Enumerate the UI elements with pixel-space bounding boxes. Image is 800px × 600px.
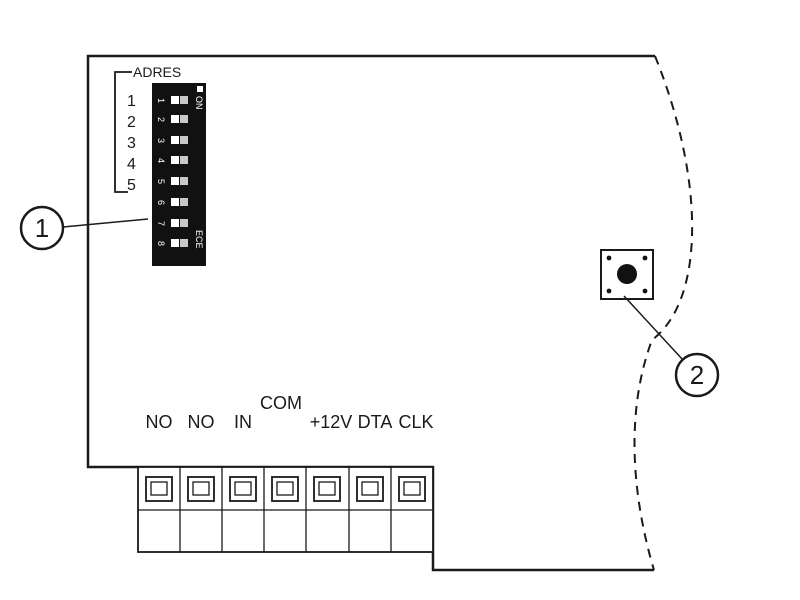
board-break-line <box>633 55 694 571</box>
dip-slot-5 <box>180 177 188 185</box>
dip-position-5: 5 <box>156 177 188 185</box>
dip-slot-2 <box>180 115 188 123</box>
callout-1-leader <box>62 218 149 228</box>
terminal-label-clk: CLK <box>398 412 433 432</box>
terminal-screw-no-1 <box>145 476 173 502</box>
dip-switch-7 <box>171 219 179 227</box>
dip-position-1: 1 <box>156 96 188 104</box>
address-group: ADRES 1 2 3 4 5 <box>114 64 181 194</box>
dip-position-8: 8 <box>156 239 188 247</box>
terminal-screw-com <box>271 476 299 502</box>
terminal-screw-dta <box>356 476 384 502</box>
terminal-label-no-1: NO <box>146 412 173 432</box>
dip-switch-4 <box>171 156 179 164</box>
callout-2-leader <box>623 295 684 361</box>
dip-switch-8 <box>171 239 179 247</box>
terminal-screw-in <box>229 476 257 502</box>
dip-slot-6 <box>180 198 188 206</box>
terminal-screw-no-2 <box>187 476 215 502</box>
dip-on-marker <box>197 86 203 92</box>
dip-position-2: 2 <box>156 115 188 123</box>
terminal-screw-12v <box>313 476 341 502</box>
callout-1-number: 1 <box>35 213 49 243</box>
dip-switch-3 <box>171 136 179 144</box>
callout-1: 1 <box>19 205 149 251</box>
terminal-label-dta: DTA <box>358 412 393 432</box>
dip-switch: ON ECE 1 2 3 4 5 6 <box>152 83 206 266</box>
dip-slot-7 <box>180 219 188 227</box>
dip-number-1: 1 <box>156 98 166 103</box>
dip-number-5: 5 <box>156 179 166 184</box>
address-bit-3: 3 <box>127 135 136 152</box>
dip-on-label: ON <box>194 96 204 110</box>
address-label: ADRES <box>133 64 181 80</box>
dip-number-2: 2 <box>156 117 166 122</box>
push-button-pin-tr <box>642 255 648 261</box>
dip-switch-6 <box>171 198 179 206</box>
terminal-label-in: IN <box>234 412 252 432</box>
address-bit-5: 5 <box>127 177 136 194</box>
terminal-labels: NO NO IN COM +12V DTA CLK <box>146 393 434 432</box>
dip-switch-5 <box>171 177 179 185</box>
dip-number-3: 3 <box>156 138 166 143</box>
dip-position-6: 6 <box>156 198 188 206</box>
dip-number-8: 8 <box>156 241 166 246</box>
address-bracket <box>114 71 132 193</box>
dip-number-4: 4 <box>156 158 166 163</box>
dip-position-3: 3 <box>156 136 188 144</box>
terminal-label-no-2: NO <box>188 412 215 432</box>
dip-switch-1 <box>171 96 179 104</box>
push-button-pin-bl <box>606 288 612 294</box>
callout-2: 2 <box>623 295 720 398</box>
push-button-pin-br <box>642 288 648 294</box>
terminal-block <box>137 466 434 553</box>
terminal-label-12v: +12V <box>310 412 353 432</box>
address-bit-4: 4 <box>127 156 136 173</box>
address-bit-1: 1 <box>127 93 136 110</box>
callout-1-circle <box>19 205 65 251</box>
dip-slot-4 <box>180 156 188 164</box>
dip-slot-8 <box>180 239 188 247</box>
dip-slot-3 <box>180 136 188 144</box>
dip-switch-body <box>152 83 206 266</box>
dip-switch-2 <box>171 115 179 123</box>
dip-position-4: 4 <box>156 156 188 164</box>
terminal-screw-clk <box>398 476 426 502</box>
push-button-cap <box>617 264 637 284</box>
dip-number-7: 7 <box>156 221 166 226</box>
push-button-pin-tl <box>606 255 612 261</box>
dip-position-7: 7 <box>156 219 188 227</box>
push-button <box>600 249 654 300</box>
address-bit-2: 2 <box>127 114 136 131</box>
callout-2-circle <box>674 352 720 398</box>
terminal-label-com: COM <box>260 393 302 413</box>
dip-ece-label: ECE <box>194 230 204 249</box>
dip-slot-1 <box>180 96 188 104</box>
callout-2-number: 2 <box>690 360 704 390</box>
dip-number-6: 6 <box>156 200 166 205</box>
